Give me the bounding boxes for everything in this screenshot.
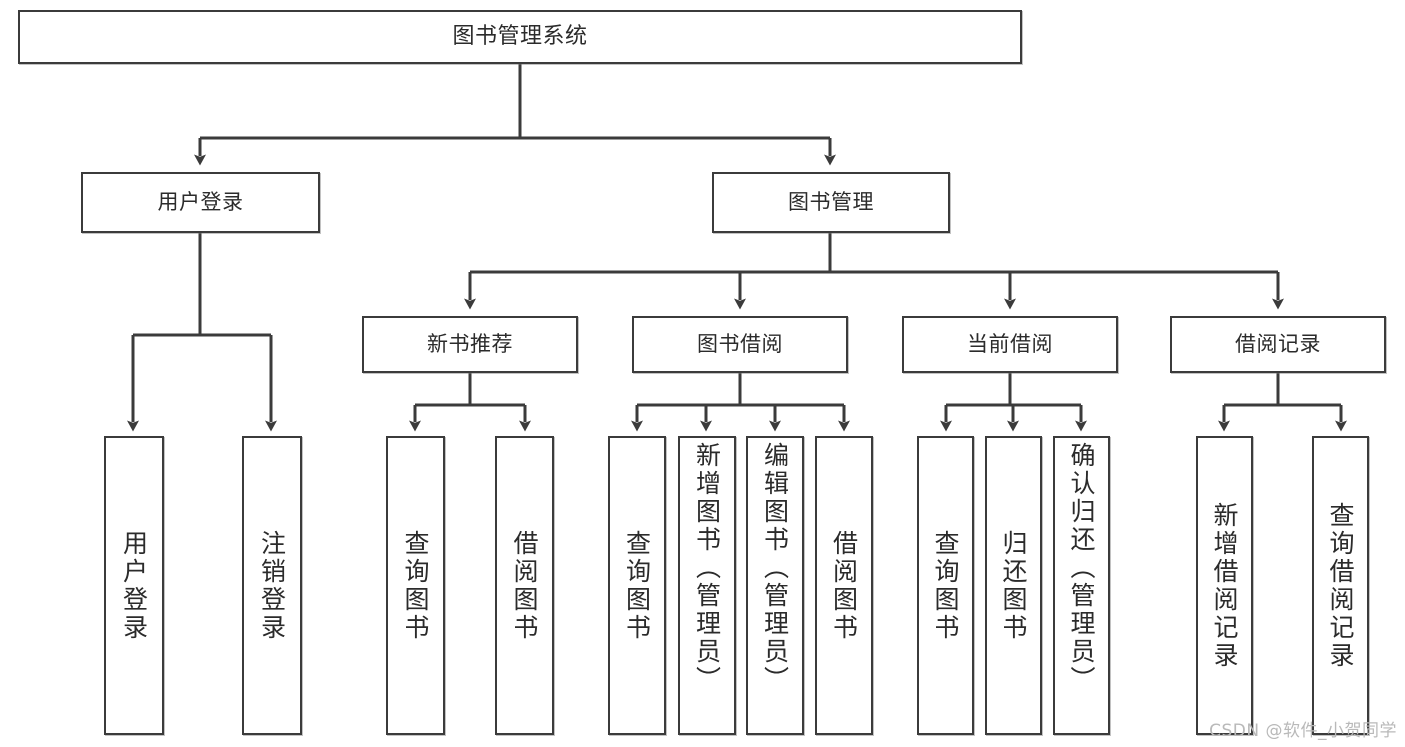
node-label: 查询图书 (622, 529, 652, 642)
node-label: 借阅记录 (1235, 332, 1321, 357)
node-book-borrow[interactable]: 图书借阅 (632, 316, 848, 373)
node-user-login[interactable]: 用户登录 (81, 172, 320, 233)
node-label: 编辑图书（管理员） (760, 442, 790, 694)
node-leaf-query-record[interactable]: 查询借阅记录 (1312, 436, 1369, 735)
node-leaf-return-book[interactable]: 归还图书 (985, 436, 1042, 735)
node-borrow-record[interactable]: 借阅记录 (1170, 316, 1386, 373)
node-label: 用户登录 (157, 190, 244, 215)
node-current-borrow[interactable]: 当前借阅 (902, 316, 1118, 373)
watermark-text: CSDN @软件_小贺同学 (1209, 721, 1397, 741)
node-label: 借阅图书 (510, 529, 539, 642)
node-book-manage[interactable]: 图书管理 (712, 172, 950, 233)
node-label: 新书推荐 (427, 332, 513, 357)
node-leaf-borrow-book-2[interactable]: 借阅图书 (815, 436, 873, 735)
node-label: 确认归还（管理员） (1067, 442, 1096, 694)
node-label: 查询图书 (931, 529, 960, 642)
node-label: 图书借阅 (697, 332, 783, 357)
node-label: 注销登录 (257, 529, 287, 642)
node-leaf-query-book-1[interactable]: 查询图书 (386, 436, 445, 735)
node-label: 当前借阅 (967, 332, 1053, 357)
node-label: 查询图书 (401, 529, 430, 642)
node-leaf-edit-book[interactable]: 编辑图书（管理员） (746, 436, 804, 735)
node-label: 图书管理系统 (452, 24, 588, 50)
node-label: 归还图书 (999, 529, 1028, 642)
node-leaf-query-book-2[interactable]: 查询图书 (608, 436, 666, 735)
node-label: 图书管理 (788, 190, 874, 215)
node-leaf-user-login[interactable]: 用户登录 (104, 436, 164, 735)
node-leaf-add-book[interactable]: 新增图书（管理员） (678, 436, 736, 735)
node-leaf-borrow-book-1[interactable]: 借阅图书 (495, 436, 554, 735)
node-leaf-user-logout[interactable]: 注销登录 (242, 436, 302, 735)
node-label: 借阅图书 (829, 529, 859, 642)
node-root-system[interactable]: 图书管理系统 (18, 10, 1022, 64)
node-label: 查询借阅记录 (1326, 501, 1355, 670)
node-label: 用户登录 (119, 529, 149, 642)
node-leaf-query-book-3[interactable]: 查询图书 (917, 436, 974, 735)
node-leaf-add-record[interactable]: 新增借阅记录 (1196, 436, 1253, 735)
node-label: 新增图书（管理员） (692, 442, 722, 694)
node-leaf-confirm-return[interactable]: 确认归还（管理员） (1053, 436, 1110, 735)
node-label: 新增借阅记录 (1210, 501, 1239, 670)
node-new-book-recommend[interactable]: 新书推荐 (362, 316, 578, 373)
